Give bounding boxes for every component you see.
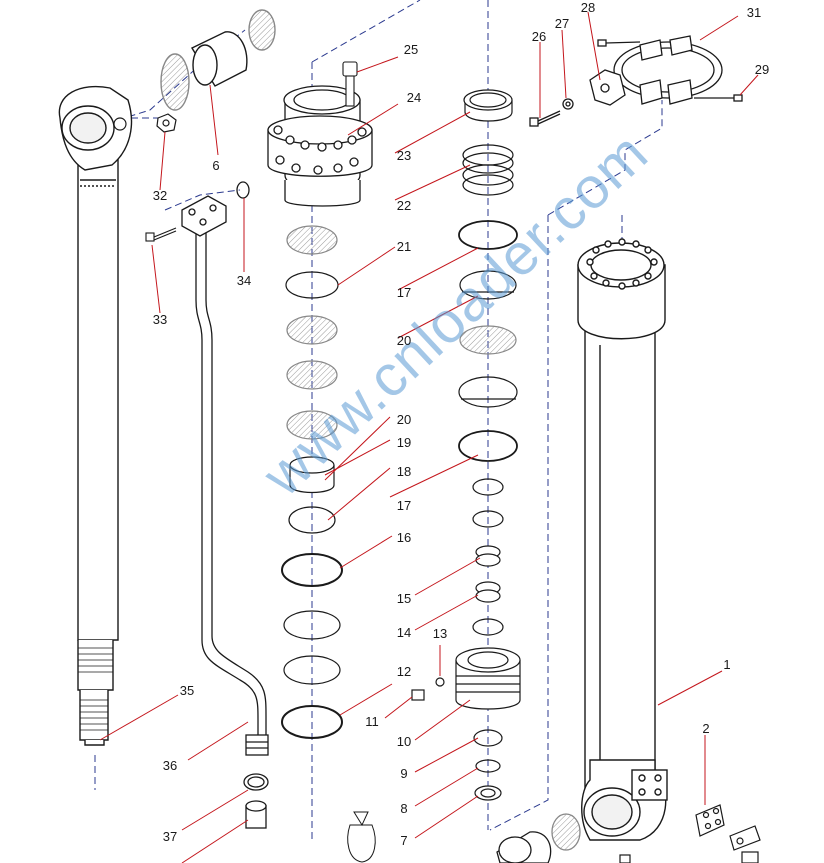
callout-20-upper: 20	[396, 333, 412, 348]
o-ring-34	[236, 181, 250, 199]
callout-17-lower: 17	[396, 498, 412, 513]
callout-29: 29	[754, 62, 770, 77]
callout-25: 25	[403, 42, 419, 57]
callout-33: 33	[152, 312, 168, 327]
bushing-bottom	[496, 813, 581, 863]
callout-7: 7	[400, 833, 408, 848]
callout-17-upper: 17	[396, 285, 412, 300]
plate-2	[619, 804, 761, 863]
clamp-31	[529, 35, 743, 127]
leader-lines	[99, 11, 759, 863]
cylinder-head-24	[267, 85, 373, 207]
bolt-25	[342, 61, 358, 107]
piston-rod	[58, 85, 133, 746]
callout-15: 15	[396, 591, 412, 606]
seal-kit-bag-icon	[347, 811, 376, 863]
bolt-head-left	[113, 117, 127, 131]
callout-37: 37	[162, 829, 178, 844]
callout-6: 6	[212, 158, 220, 173]
callout-20-lower: 20	[396, 412, 412, 427]
callout-35: 35	[179, 683, 195, 698]
callout-11: 11	[365, 714, 379, 729]
callout-2: 2	[702, 721, 710, 736]
callout-19: 19	[396, 435, 412, 450]
pipe-line-36	[195, 222, 269, 756]
bushing-6	[160, 9, 276, 111]
grease-fitting-32	[156, 113, 177, 133]
callout-13: 13	[432, 626, 448, 641]
callout-36: 36	[162, 758, 178, 773]
callout-34: 34	[236, 273, 252, 288]
seal-stack-centre	[411, 89, 521, 801]
callout-21: 21	[396, 239, 412, 254]
seal-37	[243, 773, 269, 829]
callout-28: 28	[580, 0, 596, 15]
callout-14: 14	[396, 625, 412, 640]
cylinder-tube-1	[577, 238, 668, 841]
callout-9: 9	[400, 766, 408, 781]
callout-24: 24	[406, 90, 422, 105]
pipe-flange	[181, 195, 227, 237]
callout-10: 10	[396, 734, 412, 749]
callout-27: 27	[554, 16, 570, 31]
callout-31: 31	[746, 5, 762, 20]
callout-18: 18	[396, 464, 412, 479]
callout-1: 1	[723, 657, 731, 672]
callout-23: 23	[396, 148, 412, 163]
rod-threads	[78, 647, 113, 731]
callout-22: 22	[396, 198, 412, 213]
callout-12: 12	[396, 664, 412, 679]
callout-32: 32	[152, 188, 168, 203]
callout-26: 26	[531, 29, 547, 44]
callout-16: 16	[396, 530, 412, 545]
bolt-33	[145, 227, 177, 242]
seal-stack-left	[281, 225, 343, 739]
callout-8: 8	[400, 801, 408, 816]
